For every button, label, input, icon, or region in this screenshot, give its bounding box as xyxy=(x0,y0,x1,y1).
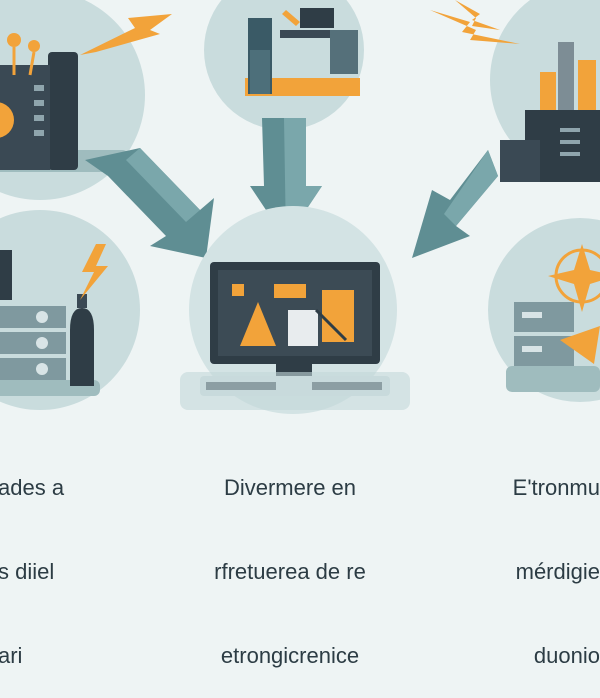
caption-center-line: Divermere en xyxy=(223,475,357,500)
plant-windows xyxy=(560,128,580,156)
screen-pen-icon xyxy=(314,308,348,342)
lightbulb-icon xyxy=(7,33,21,75)
center-monitor-node xyxy=(180,206,410,414)
caption-right: E'tronmu mérdigie duonio xyxy=(470,418,600,698)
lightning-bolt-icon xyxy=(430,10,520,44)
compass-needle-icon xyxy=(560,326,600,364)
server-top-tower xyxy=(0,250,12,300)
desk-top xyxy=(280,30,352,38)
caption-right-line: duonio xyxy=(533,643,600,668)
left-server-node xyxy=(0,210,140,410)
server-unit-1 xyxy=(0,306,66,328)
plant-tower-orange xyxy=(540,72,556,112)
server-unit-3 xyxy=(0,358,66,380)
laptop-icon xyxy=(300,8,334,28)
worker-legs xyxy=(250,50,270,94)
top-right-plant-node xyxy=(490,0,600,182)
caption-center-line: etrongicrenice xyxy=(220,643,360,668)
lightning-bolt-icon xyxy=(80,14,172,55)
top-left-factory-node xyxy=(0,0,145,200)
lightbulb-icon xyxy=(28,40,40,76)
arrow-top-right-to-center xyxy=(412,150,498,258)
gas-cylinder-icon xyxy=(70,308,94,386)
screen-orange-folder xyxy=(322,290,354,342)
plant-side-building xyxy=(500,140,540,182)
plant-tower-orange-tall xyxy=(578,60,596,112)
screen-document-icon xyxy=(288,310,318,346)
caption-center: Divermere en rfretuerea de re etrongicre… xyxy=(190,418,390,698)
right-compass-node xyxy=(488,218,600,402)
screen-orange-triangle xyxy=(240,302,276,346)
server-dials xyxy=(36,311,48,375)
caption-left: ades a s diiel ari xyxy=(0,418,118,698)
compass-star-icon xyxy=(548,244,600,312)
desk-base xyxy=(245,78,360,96)
server-unit-2 xyxy=(0,332,66,354)
worker-chair xyxy=(330,30,358,74)
orange-coil-icon xyxy=(0,102,14,138)
caption-center-line: rfretuerea de re xyxy=(214,559,366,584)
desk-platform xyxy=(180,372,410,410)
caption-left-line: ari xyxy=(0,643,23,668)
factory-tower xyxy=(48,52,78,170)
caption-right-line: E'tronmu xyxy=(512,475,600,500)
compass-base xyxy=(506,366,600,392)
hand-tool-icon xyxy=(282,10,300,26)
lightning-bolt-icon xyxy=(455,0,500,30)
arrow-top-left-to-center xyxy=(85,148,214,258)
factory-windows xyxy=(34,85,44,136)
plant-tower-gray xyxy=(558,42,574,112)
lightning-bolt-icon xyxy=(80,244,108,300)
screen-orange-bar xyxy=(274,284,306,298)
caption-right-line: mérdigie xyxy=(515,559,600,584)
screen-orange-block xyxy=(232,284,244,296)
energy-flow-diagram xyxy=(0,0,600,414)
compass-server-lights xyxy=(522,312,542,352)
caption-left-line: s diiel xyxy=(0,559,55,584)
cylinder-valve xyxy=(77,294,87,308)
center-top-worker-node xyxy=(204,0,364,130)
caption-left-line: ades a xyxy=(0,475,65,500)
